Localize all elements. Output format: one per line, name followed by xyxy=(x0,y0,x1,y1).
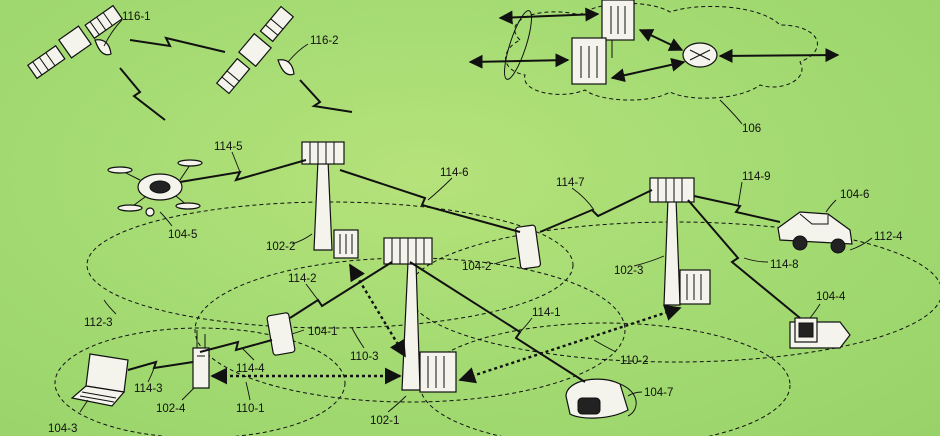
router xyxy=(683,43,717,67)
car-104-6 xyxy=(778,212,852,253)
base-station-102-2 xyxy=(302,142,358,258)
satellite-116-2 xyxy=(214,5,295,96)
leader-104-3 xyxy=(80,400,88,412)
core-network-cloud xyxy=(506,3,818,100)
label-link-114-2: 114-2 xyxy=(288,273,317,285)
server-rack-1 xyxy=(602,0,634,40)
label-cell-112-3: 112-3 xyxy=(84,317,113,329)
leader-110-3 xyxy=(352,328,364,348)
core-arrow-4 xyxy=(612,62,684,78)
label-laptop-104-3: 104-3 xyxy=(48,423,77,435)
link-114-6 xyxy=(340,170,520,232)
link-sat1-ground xyxy=(120,68,165,120)
label-cell-112-4: 112-4 xyxy=(874,231,903,243)
label-link-110-3: 110-3 xyxy=(350,351,379,363)
drone-104-5 xyxy=(108,160,202,216)
tablet-104-1 xyxy=(267,312,296,355)
label-link-114-6: 114-6 xyxy=(440,167,469,179)
leader-106 xyxy=(720,100,742,124)
label-link-114-9: 114-9 xyxy=(742,171,771,183)
label-base-station-102-2: 102-2 xyxy=(266,241,295,253)
link-114-7 xyxy=(540,190,652,232)
label-car-104-6: 104-6 xyxy=(840,189,869,201)
leader-104-2 xyxy=(494,258,516,264)
leader-110-1 xyxy=(246,382,250,400)
leader-102-1 xyxy=(388,396,406,412)
label-link-114-3: 114-3 xyxy=(134,383,163,395)
leader-114-3 xyxy=(148,368,154,382)
label-base-station-102-1: 102-1 xyxy=(370,415,399,427)
server-rack-2 xyxy=(572,38,606,84)
label-link-110-2: 110-2 xyxy=(620,355,649,367)
leader-114-1 xyxy=(520,318,532,332)
leader-114-5 xyxy=(232,152,240,172)
leader-104-1 xyxy=(292,330,304,334)
core-arrow-5 xyxy=(720,55,838,56)
label-satellite-116-2: 116-2 xyxy=(310,35,339,47)
link-114-4 xyxy=(200,340,272,352)
base-station-102-1 xyxy=(384,238,456,392)
leader-114-8 xyxy=(744,258,768,262)
laptop-104-3 xyxy=(72,354,128,406)
leader-116-2 xyxy=(288,44,308,62)
link-sat2-ground xyxy=(300,80,352,112)
leader-114-2 xyxy=(306,284,318,300)
label-link-114-8: 114-8 xyxy=(770,259,799,271)
leader-114-4 xyxy=(242,348,254,360)
label-link-114-4: 114-4 xyxy=(236,363,265,375)
antenna-ring xyxy=(499,8,536,81)
small-cell-102-4 xyxy=(193,330,209,388)
core-arrow-2 xyxy=(470,60,568,62)
link-114-3 xyxy=(128,362,193,370)
leader-104-7 xyxy=(628,392,642,396)
backhaul-110-3 xyxy=(350,265,405,356)
leader-112-3 xyxy=(104,300,116,314)
leader-110-2 xyxy=(594,340,616,352)
label-link-114-1: 114-1 xyxy=(532,307,561,319)
vr-headset-104-7 xyxy=(566,379,636,418)
label-vr-headset-104-7: 104-7 xyxy=(644,387,673,399)
link-sat1-sat2 xyxy=(130,38,225,52)
label-link-114-5: 114-5 xyxy=(214,141,243,153)
label-watch-104-4: 104-4 xyxy=(816,291,846,303)
label-phone-104-2: 104-2 xyxy=(462,261,491,273)
satellite-116-1 xyxy=(26,3,124,81)
leader-102-4 xyxy=(182,388,194,400)
label-link-110-1: 110-1 xyxy=(236,403,265,415)
leader-114-9 xyxy=(738,182,742,206)
leader-104-4 xyxy=(810,304,820,318)
label-core-network-106: 106 xyxy=(742,123,761,135)
label-tablet-104-1: 104-1 xyxy=(308,326,337,338)
watch-104-4 xyxy=(790,318,850,348)
backhaul-102-1-102-3 xyxy=(460,308,680,380)
label-small-cell-102-4: 102-4 xyxy=(156,403,186,415)
leader-114-6 xyxy=(428,178,452,200)
core-arrow-1 xyxy=(500,14,598,18)
link-114-2 xyxy=(290,262,392,318)
link-114-9 xyxy=(694,196,780,222)
leader-114-7 xyxy=(572,188,594,210)
label-satellite-116-1: 116-1 xyxy=(122,11,151,23)
core-arrow-3 xyxy=(640,30,682,50)
label-link-114-7: 114-7 xyxy=(556,177,585,189)
leader-104-6 xyxy=(826,200,836,212)
label-base-station-102-3: 102-3 xyxy=(614,265,643,277)
label-drone-104-5: 104-5 xyxy=(168,229,197,241)
leader-104-5 xyxy=(160,212,172,226)
